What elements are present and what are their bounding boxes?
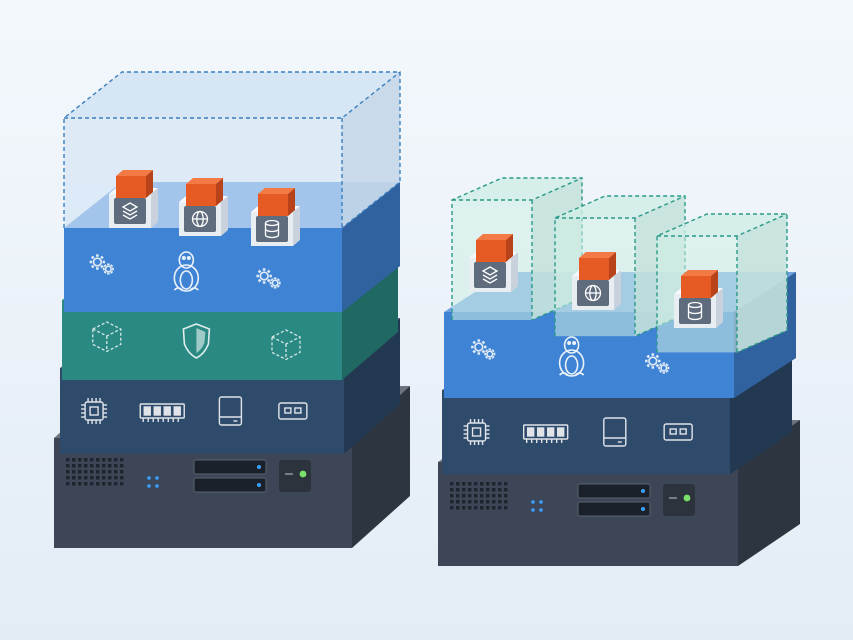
drive-bay <box>577 501 651 517</box>
virtual-machine-box-side <box>342 72 400 228</box>
pedestal-side <box>151 188 158 228</box>
cube-icon <box>92 321 122 353</box>
virtual-machine-box-top <box>64 72 400 118</box>
network-card-icon <box>278 402 308 420</box>
app-unit <box>572 252 621 310</box>
container-cube-side <box>146 170 153 198</box>
power-light <box>683 494 691 502</box>
cpu-icon <box>81 398 108 424</box>
linux-penguin-icon <box>558 336 585 377</box>
virtual-machine-box-edge <box>64 71 401 119</box>
shield-icon <box>182 323 211 359</box>
container-cube-top <box>476 234 513 240</box>
app-unit <box>179 178 228 236</box>
hardware-layer-side-face <box>344 318 400 454</box>
power-led <box>279 460 311 492</box>
globe-icon <box>191 210 209 228</box>
container-box-top <box>555 196 685 218</box>
app-unit <box>251 188 300 246</box>
vent-grille <box>66 458 124 486</box>
container-cube-top <box>186 178 223 184</box>
disk-icon <box>603 417 627 447</box>
memory-icon <box>139 403 185 422</box>
power-led <box>663 484 695 516</box>
layers-icon <box>121 202 139 220</box>
container-cube-front <box>681 276 711 298</box>
pedestal-side <box>221 196 228 236</box>
hypervisor-layer-side-face <box>342 252 398 380</box>
app-icon-plate <box>679 298 711 324</box>
virtual-machine-stack <box>54 71 410 548</box>
gears-icon <box>471 339 496 360</box>
pedestal-side <box>511 252 518 292</box>
container-cube-front <box>476 240 506 262</box>
power-light <box>299 470 307 478</box>
database-icon <box>264 219 280 239</box>
drive-led <box>641 507 645 511</box>
memory-icon <box>522 424 569 443</box>
status-dots <box>147 476 159 488</box>
vent-grille <box>450 482 508 510</box>
container-cube-side <box>609 252 616 280</box>
hardware-layer-front-face <box>442 390 730 474</box>
status-dots <box>531 500 543 512</box>
container-cube-side <box>711 270 718 298</box>
pedestal-side <box>716 288 723 328</box>
container-box-outline <box>656 213 788 354</box>
pedestal-side <box>293 206 300 246</box>
container-box-outline <box>451 177 583 321</box>
server-chassis-front-face <box>54 438 352 548</box>
virtual-machine-box-outline <box>63 71 401 229</box>
guest-os-layer-side-face <box>342 182 400 312</box>
gears-icon <box>256 268 281 289</box>
app-icon-plate <box>256 216 288 242</box>
disk-icon <box>218 396 243 426</box>
drive-bay <box>193 459 267 475</box>
database-icon <box>687 301 703 321</box>
drive-bay <box>577 483 651 499</box>
drive-bay <box>193 477 267 493</box>
container-cube-side <box>288 188 295 216</box>
app-unit <box>469 234 518 292</box>
cube-icon <box>271 329 301 361</box>
drive-led <box>257 465 261 469</box>
container-cube-side <box>216 178 223 206</box>
container-cube-top <box>681 270 718 276</box>
network-card-icon <box>663 423 693 441</box>
app-unit <box>109 170 158 228</box>
drive-led <box>257 483 261 487</box>
container-cube-top <box>579 252 616 258</box>
container-box-top <box>452 178 582 200</box>
globe-icon <box>584 284 602 302</box>
cpu-icon <box>463 419 490 445</box>
container-cube-front <box>579 258 609 280</box>
layers-icon <box>481 266 499 284</box>
hardware-layer-front-face <box>60 368 344 454</box>
container-cube-top <box>116 170 153 176</box>
linux-penguin-icon <box>173 251 200 292</box>
drive-led <box>641 489 645 493</box>
container-cube-front <box>186 184 216 206</box>
gears-icon <box>645 353 670 374</box>
container-cube-top <box>258 188 295 194</box>
container-cube-side <box>506 234 513 262</box>
container-stack <box>438 177 800 566</box>
container-box-top <box>657 214 787 236</box>
container-box <box>656 213 788 354</box>
container-cube-front <box>258 194 288 216</box>
container-box-side <box>737 214 787 353</box>
gears-icon <box>89 254 114 275</box>
container-cube-front <box>116 176 146 198</box>
pedestal-side <box>614 270 621 310</box>
app-unit <box>674 270 723 328</box>
